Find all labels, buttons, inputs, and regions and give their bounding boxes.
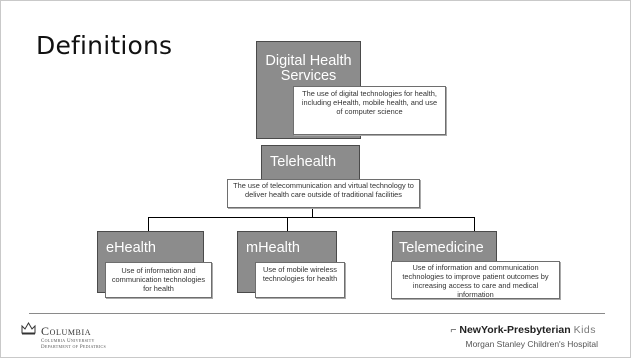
connector-to-mhealth — [287, 217, 288, 231]
nyp-kids-text: Kids — [573, 324, 596, 336]
telehealth-description: The use of telecommunication and virtual… — [227, 179, 420, 208]
mhealth-label: mHealth — [246, 240, 300, 256]
columbia-subtitle: Columbia University Department of Pediat… — [41, 339, 106, 352]
digital-health-label: Digital Health Services — [265, 53, 352, 85]
slide-title: Definitions — [36, 31, 173, 60]
telehealth-label: Telehealth — [270, 154, 337, 170]
footer-divider — [29, 313, 605, 314]
ehealth-description: Use of information and communication tec… — [105, 262, 212, 298]
columbia-logo: Columbia — [21, 322, 92, 339]
telemedicine-description: Use of information and communication tec… — [391, 261, 560, 299]
connector-horizontal-bar — [148, 217, 475, 218]
connector-to-telemedicine — [474, 217, 475, 231]
columbia-logo-text: Columbia — [41, 324, 92, 338]
telemedicine-label: Telemedicine — [399, 240, 484, 256]
nyp-glyph-icon: ⌐ — [450, 324, 457, 336]
columbia-university-text: Columbia University — [41, 339, 95, 344]
mhealth-description: Use of mobile wireless technologies for … — [255, 262, 345, 298]
connector-to-ehealth — [148, 217, 149, 231]
nyp-logo-text: NewYork-Presbyterian — [459, 324, 571, 336]
department-of-pediatrics-text: Department of Pediatrics — [41, 345, 107, 351]
digital-health-description: The use of digital technologies for heal… — [293, 86, 446, 135]
connector-telehealth-to-bar — [312, 204, 313, 217]
nyp-subtitle: Morgan Stanley Children's Hospital — [465, 339, 599, 349]
ehealth-label: eHealth — [106, 240, 156, 256]
nyp-logo: ⌐ NewYork-Presbyterian Kids — [450, 324, 596, 336]
crown-icon — [21, 322, 36, 339]
